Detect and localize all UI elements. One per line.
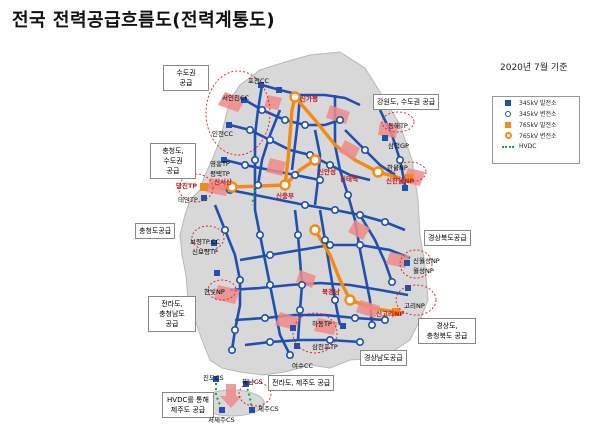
label-bukgyeongnam: 북경남 [322,288,340,296]
callout-capital: 수도권 공급 [163,65,209,91]
orange-square-icon [505,121,511,128]
345kv-substations [221,106,404,359]
legend-item: HVDC [493,141,579,152]
label-pocheon: 포천CC [248,77,270,85]
legend-item: 765kV 발전소 [493,119,579,130]
callout-gyeongnam: 경상남도공급 [360,350,407,366]
label-jeju: 제주CS [258,405,279,413]
label-incheon: 인천CC [212,130,234,138]
green-dotted-line-icon [502,145,514,148]
hvdc-lines [215,189,256,411]
map-legend: 345kV 발전소 345kV 변전소 765kV 발전소 765kV 변전소 … [492,96,580,164]
label-gori: 고리NP [404,302,425,310]
label-sinchungbu: 신충부 [276,192,294,200]
callout-ellipses [178,70,437,407]
label-sintaebaek: 신태백 [340,175,358,183]
date-note: 2020년 7월 기준 [500,63,568,73]
callout-gangwon: 강원도, 수도권 공급 [373,94,440,110]
label-seoincheon: 서인천CC [222,94,250,102]
page-title: 전국 전력공급흐름도(전력계통도) [12,10,276,31]
callout-jeolla-chungnam: 전라도, 충청남도 공급 [148,296,196,332]
label-hanul: 한울NP [387,164,408,172]
label-samcheonpo: 삼천포TP [312,343,338,351]
label-samcheok: 삼척GP [388,142,409,150]
callout-hvdc-jeju: HVDC를 통해 제주도 공급 [162,392,214,418]
label-yeongheung: 영흥TP [210,160,230,168]
label-singori: 신고리NP [376,310,405,318]
label-pyeongtaek: 평택TP [210,170,230,178]
label-boryeong: 보령TP.CC [190,238,220,246]
765kv-plants [200,174,413,316]
blue-circle-icon [505,110,511,117]
label-sinansan: 신안성 [318,168,336,176]
callout-gyeongbuk: 경상북도공급 [424,230,471,246]
callout-chungcheong: 충청도공급 [135,223,176,239]
callout-chungcheong-capital: 충청도, 수도권 공급 [150,143,196,179]
label-taean: 태안TP [178,196,198,204]
legend-item: 765kV 변전소 [493,130,579,141]
blue-square-icon [505,99,511,106]
label-haenam: 해남CS [242,378,263,386]
label-wolseong: 월성NP [413,267,434,275]
label-dangjin: 당진TP [176,182,198,190]
label-sinseosan: 신서산 [214,178,232,186]
legend-item: 345kV 변전소 [493,108,579,119]
label-yeosu: 여수CC [292,362,314,370]
callout-gyeongsang-chungbuk: 경상도, 충청북도 공급 [418,318,476,344]
label-donghae: 동해TP [388,122,408,130]
label-sinwolseong: 신월성NP [413,257,440,265]
label-jindo: 진도CS [203,374,224,382]
label-hanbit: 한빛NP [204,288,225,296]
label-singapyeong: 신가평 [300,95,318,103]
label-seocheon: 신보령TP [192,248,218,256]
orange-circle-icon [504,132,512,139]
label-hadong: 하동TP [312,320,332,328]
callout-jeolla-jeju: 전라도, 제주도 공급 [268,375,335,391]
label-seojeju: 서제주CS [208,416,235,424]
legend-item: 345kV 발전소 [493,97,579,108]
korea-landmass [179,51,429,376]
label-sinhanul: 신한울NP [386,177,415,185]
765kv-substations [226,91,384,306]
